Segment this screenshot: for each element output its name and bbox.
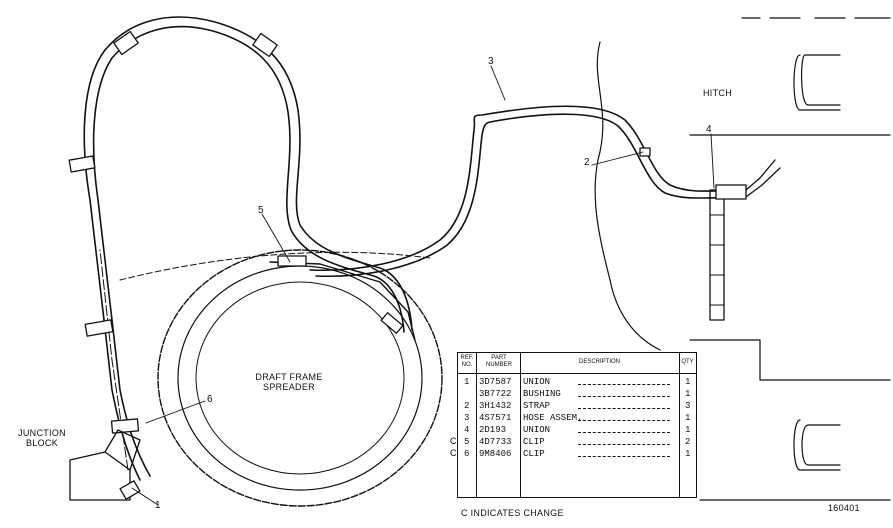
part-number: 3D7587 bbox=[479, 377, 512, 387]
loop-clip bbox=[252, 32, 278, 58]
ref-no: 2 bbox=[464, 401, 470, 411]
qty: 3 bbox=[685, 401, 691, 411]
part-number: 2D193 bbox=[479, 425, 507, 435]
change-note: C INDICATES CHANGE bbox=[461, 508, 564, 518]
dot-leader bbox=[578, 449, 670, 457]
part-number: 9M8406 bbox=[479, 449, 512, 459]
table-row: 6 9M8406 CLIP 1 bbox=[458, 449, 696, 461]
draft-frame-label-line1: DRAFT FRAME bbox=[255, 372, 323, 382]
leader-lines bbox=[131, 65, 715, 506]
part-number: 3B7722 bbox=[479, 389, 512, 399]
dot-leader bbox=[578, 437, 670, 445]
strap-2 bbox=[639, 147, 651, 157]
draft-frame-label: DRAFT FRAME SPREADER bbox=[254, 372, 324, 392]
table-row: 3 4S7571 HOSE ASSEM. 1 bbox=[458, 413, 696, 425]
part-number: 4D7733 bbox=[479, 437, 512, 447]
ref-no: 5 bbox=[464, 437, 470, 447]
header-part-number: PART NUMBER bbox=[485, 355, 512, 368]
qty: 1 bbox=[685, 377, 691, 387]
callout-5: 5 bbox=[258, 205, 264, 216]
header-description: DESCRIPTION bbox=[578, 359, 620, 365]
callout-6: 6 bbox=[207, 394, 213, 405]
junction-block-label-line2: BLOCK bbox=[25, 438, 58, 448]
upper-hose-loop bbox=[83, 16, 413, 481]
change-marker: C bbox=[450, 448, 457, 458]
hose-assembly-3 bbox=[309, 105, 741, 278]
qty: 2 bbox=[685, 437, 691, 447]
ref-no: 6 bbox=[464, 449, 470, 459]
qty: 1 bbox=[685, 413, 691, 423]
callout-2: 2 bbox=[584, 157, 590, 168]
qty: 1 bbox=[685, 389, 691, 399]
description: STRAP bbox=[523, 401, 551, 411]
description: CLIP bbox=[523, 449, 545, 459]
table-row: 5 4D7733 CLIP 2 bbox=[458, 437, 696, 449]
description: BUSHING bbox=[523, 389, 561, 399]
dot-leader bbox=[578, 389, 670, 397]
header-qty: QTY bbox=[681, 359, 694, 365]
part-number: 3H1432 bbox=[479, 401, 512, 411]
table-row: 4 2D193 UNION 1 bbox=[458, 425, 696, 437]
dot-leader bbox=[578, 425, 670, 433]
description: UNION bbox=[523, 425, 551, 435]
part-number: 4S7571 bbox=[479, 413, 512, 423]
junction-block-label-line1: JUNCTION bbox=[18, 428, 66, 438]
ref-no: 4 bbox=[464, 425, 470, 435]
frame-line bbox=[119, 251, 431, 281]
description: HOSE ASSEM. bbox=[523, 413, 583, 423]
figure-number: 160401 bbox=[828, 503, 860, 513]
ref-no: 3 bbox=[464, 413, 470, 423]
qty: 1 bbox=[685, 449, 691, 459]
hitch-bar bbox=[709, 159, 781, 321]
hitch-outline bbox=[594, 17, 891, 501]
callout-4: 4 bbox=[706, 124, 712, 135]
dot-leader bbox=[578, 413, 670, 421]
hitch-label: HITCH bbox=[703, 88, 732, 98]
parts-table-header bbox=[458, 353, 696, 374]
qty: 1 bbox=[685, 425, 691, 435]
callout-1: 1 bbox=[155, 500, 161, 511]
callout-3: 3 bbox=[488, 56, 494, 67]
loop-clip bbox=[110, 418, 140, 434]
loop-clip bbox=[113, 30, 139, 56]
loop-clip bbox=[68, 155, 96, 173]
dot-leader bbox=[578, 377, 670, 385]
description: UNION bbox=[523, 377, 551, 387]
header-ref: REF. NO. bbox=[460, 355, 474, 368]
table-row: 3B7722 BUSHING 1 bbox=[458, 389, 696, 401]
strap-clip-5 bbox=[269, 255, 416, 341]
table-row: 1 3D7587 UNION 1 bbox=[458, 377, 696, 389]
change-marker: C bbox=[450, 436, 457, 446]
junction-block bbox=[69, 429, 141, 501]
parts-table: REF. NO. PART NUMBER DESCRIPTION QTY 1 3D… bbox=[457, 352, 697, 498]
junction-block-label: JUNCTION BLOCK bbox=[16, 428, 68, 448]
draft-frame-label-line2: SPREADER bbox=[263, 382, 315, 392]
dot-leader bbox=[578, 401, 670, 409]
description: CLIP bbox=[523, 437, 545, 447]
ref-no: 1 bbox=[464, 377, 470, 387]
table-row: 2 3H1432 STRAP 3 bbox=[458, 401, 696, 413]
loop-clip bbox=[84, 319, 114, 337]
